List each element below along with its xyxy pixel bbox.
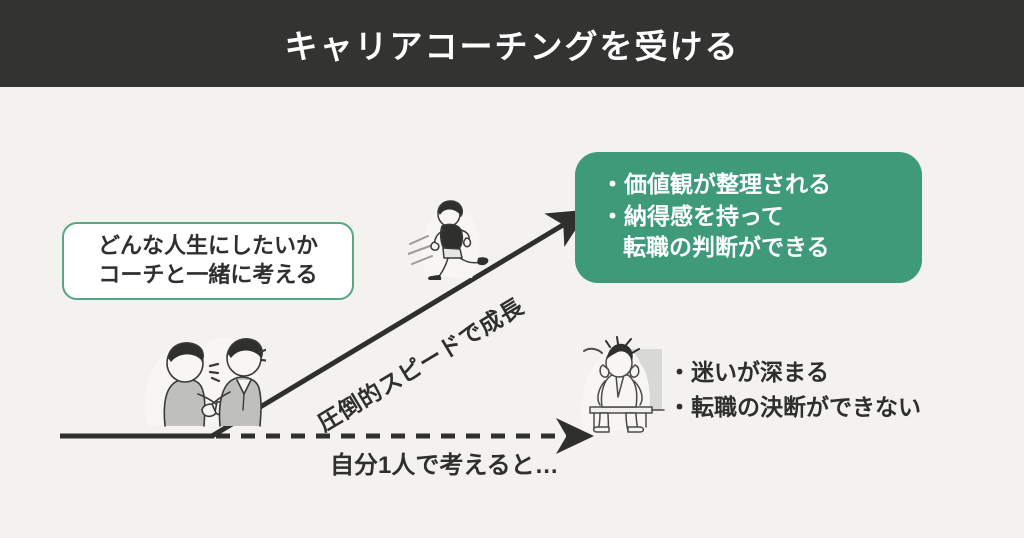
coaching-idea-line-2: コーチと一緒に考える bbox=[98, 262, 318, 287]
negative-outcome-list: ・迷いが深まる ・転職の決断ができない bbox=[668, 355, 921, 425]
growth-arrow-line bbox=[209, 209, 589, 439]
positive-outcome-bullet-1: ・価値観が整理される bbox=[601, 170, 831, 197]
alone-arrow-caption: 自分1人で考えると… bbox=[330, 452, 559, 479]
two-people-talking-illustration bbox=[145, 337, 266, 427]
positive-outcome-bullet-2: ・納得感を持って bbox=[601, 202, 784, 229]
positive-outcome-bullet-2-continued: 転職の判断ができる bbox=[623, 234, 830, 261]
running-person-illustration bbox=[408, 200, 489, 280]
negative-outcome-bullet-2: ・転職の決断ができない bbox=[668, 393, 921, 420]
coaching-idea-line-1: どんな人生にしたいか bbox=[97, 232, 318, 258]
person-head-in-hands-illustration bbox=[581, 336, 665, 433]
page-title: キャリアコーチングを受ける bbox=[284, 27, 740, 65]
diagram-area: どんな人生にしたいか コーチと一緒に考える ・価値観が整理される ・納得感を持っ… bbox=[0, 87, 1024, 538]
header-bar: キャリアコーチングを受ける bbox=[0, 0, 1024, 87]
negative-outcome-bullet-1: ・迷いが深まる bbox=[668, 359, 829, 385]
arrows-layer bbox=[60, 209, 594, 454]
positive-outcome-box: ・価値観が整理される ・納得感を持って 転職の判断ができる bbox=[575, 152, 922, 283]
coaching-idea-box: どんな人生にしたいか コーチと一緒に考える bbox=[62, 222, 354, 300]
